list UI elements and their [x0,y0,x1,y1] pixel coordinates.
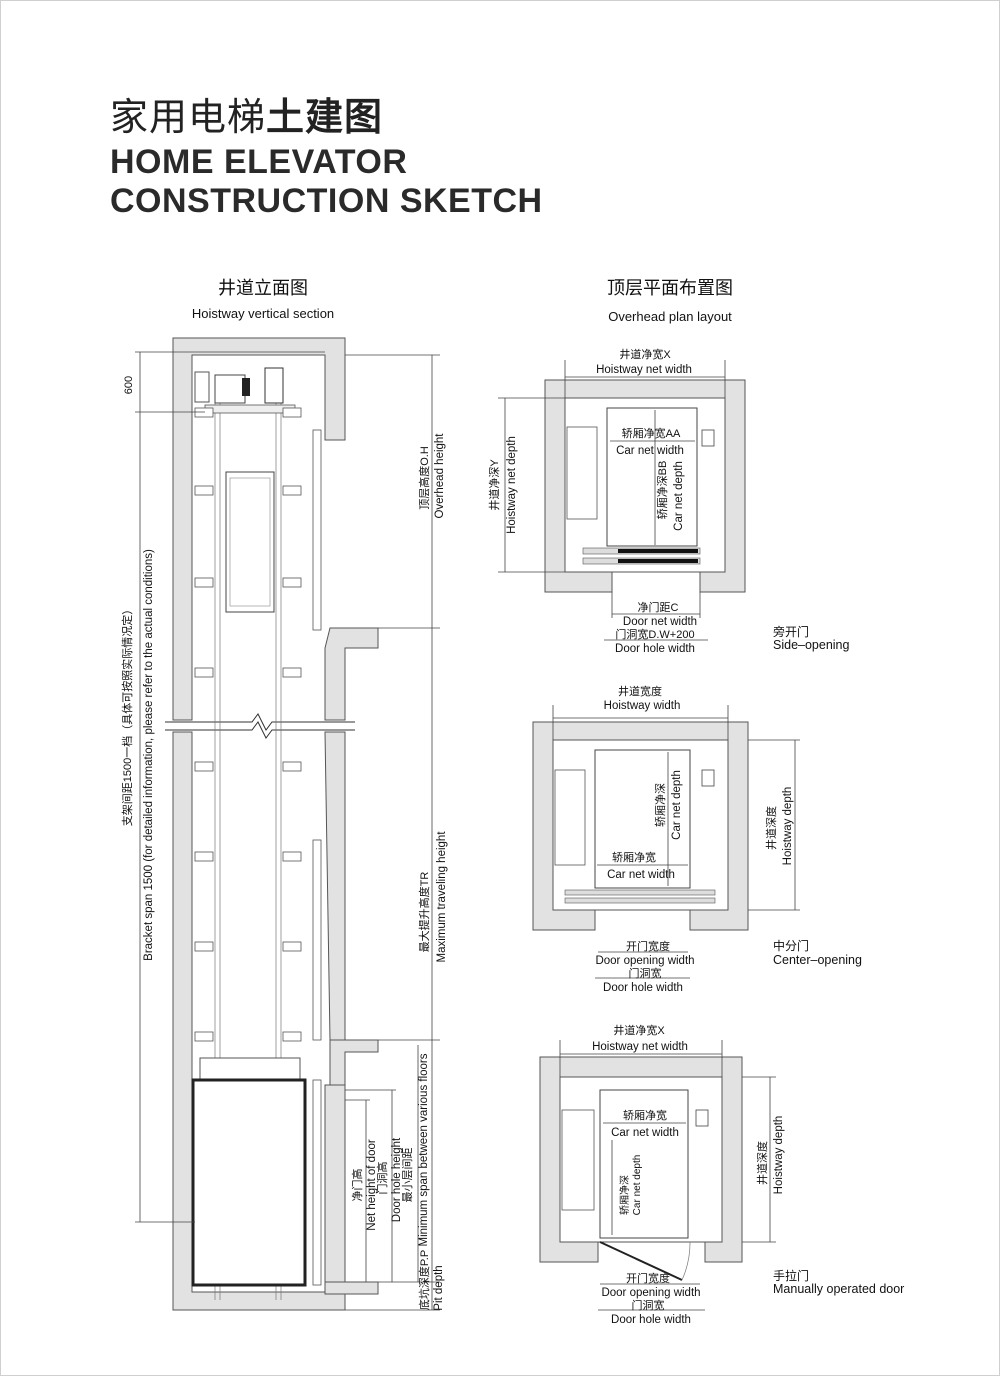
max-travel-label-cn: 最大提升高度TR [417,872,431,953]
max-travel-label-en: Maximum traveling height [436,831,448,963]
title-chinese: 家用电梯土建图 [110,86,383,141]
pit-depth-label-en: Pit depth [433,1265,445,1310]
door-opening-width-label-en: Door opening width [595,955,694,967]
car-net-depth-label-cn: 轿厢净深BB [655,461,669,520]
door-hole-width-label-en: Door hole width [603,982,683,994]
net-door-height-label-en: Net height of door [366,1139,378,1231]
manual-door-type-cn: 手拉门 [773,1268,809,1283]
net-door-height-label-cn: 净门高 [350,1169,364,1202]
hoistway-net-width-label-cn: 井道净宽X [613,1023,665,1037]
car-net-width-label-cn: 轿厢净宽AA [622,426,681,440]
break-line [165,713,355,739]
car-outline [606,407,698,547]
car-net-width-label-en: Car net width [611,1127,679,1139]
door-opening-width-label-en: Door opening width [601,1287,700,1299]
traction-machine [194,367,296,414]
counterweight [554,769,586,866]
car-net-depth-label-cn: 轿厢净深 [653,783,667,827]
overhead-height-label-cn: 顶层高度O.H [417,446,431,510]
door-swing-arc [681,1241,691,1281]
door-hole-height-label-en: Door hole height [391,1137,403,1222]
door-hole-width-label-cn: 门洞宽 [629,966,662,980]
bracket-span-label-cn: 支架间距1500一档（具体可按照实际情况定） [120,604,134,826]
hoistway-net-width-label-en: Hoistway net width [592,1041,688,1053]
door-opening-width-label-cn: 开门宽度 [626,939,670,953]
vertical-section-heading-en: Hoistway vertical section [192,306,334,321]
center-opening-type-en: Center–opening [773,953,862,967]
hoistway-net-width-label-en: Hoistway net width [596,364,692,376]
elevator-car [191,1078,307,1287]
bracket-span-label-en: Bracket span 1500 (for detailed informat… [143,549,155,961]
hoistway-wall-right-mid [324,627,379,721]
counterweight-frame [225,471,275,613]
vertical-section-heading-cn: 井道立面图 [218,278,308,298]
car-net-width-label-en: Car net width [607,869,675,881]
hoistway-wall-left-top [172,337,346,721]
hoistway-depth-label-cn: 井道深度 [764,806,778,850]
car-net-depth-label-cn: 轿厢净深 [618,1175,631,1215]
dimension-lines [135,351,440,1311]
landing-door-top [312,429,322,631]
overhead-plan-heading-en: Overhead plan layout [608,309,732,324]
manual-door-type-en: Manually operated door [773,1282,904,1296]
hoistway-net-depth-label-cn: 井道净深Y [487,459,501,511]
dim-600-label: 600 [123,376,135,394]
hoistway-wall-right-lower [324,731,346,1041]
swing-door-leaf [599,1241,683,1281]
side-opening-type-cn: 旁开门 [773,624,809,639]
hoistway-depth-label-cn: 井道深度 [755,1141,769,1185]
floor-slab-bottom [324,1281,379,1295]
car-net-depth-label-en: Car net depth [671,770,683,840]
counterweight [566,426,598,520]
hoistway-depth-label-en: Hoistway depth [782,787,794,866]
plan-side-opening: 井道净宽X Hoistway net width 轿厢净宽AA Car net … [487,347,850,655]
door-hole-width-label-cn: 门洞宽 [632,1298,665,1312]
hoistway-net-width-label-cn: 井道净宽X [619,347,671,361]
pit-depth-label-cn: 底坑深度P.P [417,1250,431,1310]
min-floor-span-label-en: Minimum span between various floors [418,1053,430,1246]
landing-door-bottom [312,1079,322,1286]
plan-center-opening: 井道宽度 Hoistway width 轿厢净宽 Car net width 轿… [532,684,862,994]
hoistway-width-label-en: Hoistway width [604,700,681,712]
landing-door-mid [312,839,322,1041]
door-panel-car [564,889,716,896]
door-opening-width-label-cn: 开门宽度 [626,1271,670,1285]
car-net-depth-label-en: Car net depth [673,461,685,531]
car-net-width-label-en: Car net width [616,445,684,457]
min-floor-span-label-cn: 最小层间距 [401,1148,414,1203]
car-net-width-label-cn: 轿厢净宽 [612,850,656,864]
rail-brackets [194,407,302,1042]
car-net-width-label-cn: 轿厢净宽 [623,1108,667,1122]
car-net-depth-label-en: Car net depth [632,1155,643,1216]
door-hole-width-label-en: Door hole width [611,1314,691,1326]
door-panel-landing [564,897,716,904]
title-english-line2: CONSTRUCTION SKETCH [110,182,543,220]
car-outline [599,1089,689,1239]
door-hole-width-label-en: Door hole width [615,643,695,655]
door-hole-height-label-cn: 门洞高 [375,1162,389,1195]
center-opening-type-cn: 中分门 [773,938,809,953]
counterweight [561,1109,595,1211]
overhead-height-label-en: Overhead height [434,433,446,519]
overhead-plan-heading-cn: 顶层平面布置图 [607,278,733,298]
hoistway-depth-label-en: Hoistway depth [773,1116,785,1195]
title-cn-bold: 土建图 [266,95,384,139]
title-cn-regular: 家用电梯 [110,95,267,139]
door-net-width-label-en: Door net width [623,616,697,628]
hoistway-net-depth-label-en: Hoistway net depth [506,436,518,534]
hoistway-vertical-section: 600 支架间距1500一档（具体可按照实际情况定） Bracket span … [120,337,448,1311]
car-top-frame [199,1057,301,1081]
floor-slab-lower [329,1039,379,1086]
title-english-line1: HOME ELEVATOR [110,143,408,181]
door-hole-width-label-cn: 门洞宽D.W+200 [615,627,694,641]
door-net-width-label-cn: 净门距C [638,600,679,614]
plan-manual-door: 井道净宽X Hoistway net width 轿厢净宽 Car net wi… [539,1023,904,1326]
side-opening-type-en: Side–opening [773,638,850,652]
hoistway-width-label-cn: 井道宽度 [618,684,662,698]
